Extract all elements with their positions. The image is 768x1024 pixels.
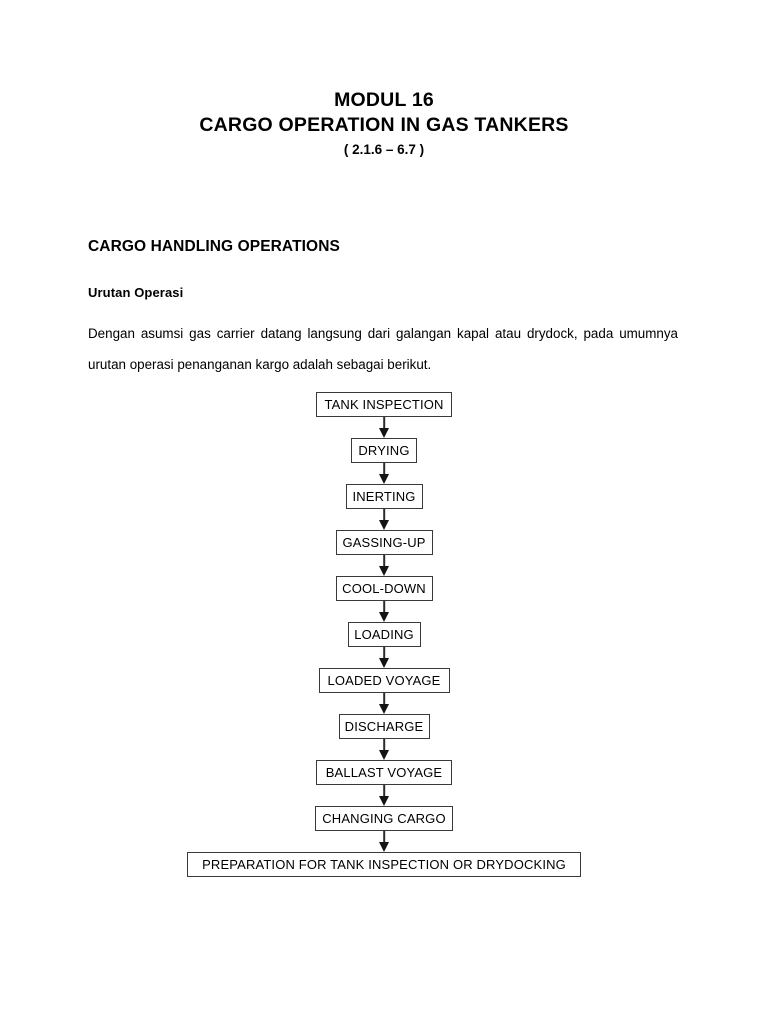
down-arrow-icon [377,509,391,530]
document-title-line-1: MODUL 16 [334,89,434,111]
flow-step: GASSING-UP [335,530,433,555]
flow-step: DISCHARGE [338,714,430,739]
flow-step-box: GASSING-UP [335,530,433,555]
down-arrow-icon [377,647,391,668]
body-paragraph: Dengan asumsi gas carrier datang langsun… [88,326,678,372]
flow-step: CHANGING CARGO [315,806,453,831]
flow-step-box: LOADED VOYAGE [318,668,450,693]
down-arrow-icon [377,555,391,576]
flow-step: COOL-DOWN [335,576,433,601]
flow-step: LOADING [347,622,421,647]
flow-step-box: DRYING [351,438,417,463]
flow-step-box: TANK INSPECTION [316,392,452,417]
down-arrow-icon [377,739,391,760]
section-heading: CARGO HANDLING OPERATIONS [88,238,340,255]
down-arrow-icon [377,785,391,806]
flow-step: INERTING [345,484,423,509]
flow-step: DRYING [351,438,417,463]
flow-step-box: INERTING [345,484,423,509]
flow-step: PREPARATION FOR TANK INSPECTION OR DRYDO… [187,852,581,877]
down-arrow-icon [377,463,391,484]
title-block: MODUL 16 CARGO OPERATION IN GAS TANKERS … [0,88,768,161]
down-arrow-icon [377,601,391,622]
document-title-line-2: CARGO OPERATION IN GAS TANKERS [199,114,569,136]
flow-step-box: COOL-DOWN [335,576,433,601]
flow-step: TANK INSPECTION [316,392,452,417]
down-arrow-icon [377,417,391,438]
flow-step: LOADED VOYAGE [318,668,450,693]
flow-step-box: DISCHARGE [338,714,430,739]
down-arrow-icon [377,831,391,852]
flow-step-box: PREPARATION FOR TANK INSPECTION OR DRYDO… [187,852,581,877]
flow-step-box: LOADING [347,622,421,647]
sub-heading: Urutan Operasi [88,285,184,300]
cargo-operation-flowchart: TANK INSPECTION DRYING INERTING GASSING-UP C… [0,392,768,877]
down-arrow-icon [377,693,391,714]
flow-step-box: CHANGING CARGO [315,806,453,831]
document-subtitle: ( 2.1.6 – 6.7 ) [343,142,425,157]
flow-step: BALLAST VOYAGE [316,760,452,785]
flow-step-box: BALLAST VOYAGE [316,760,452,785]
